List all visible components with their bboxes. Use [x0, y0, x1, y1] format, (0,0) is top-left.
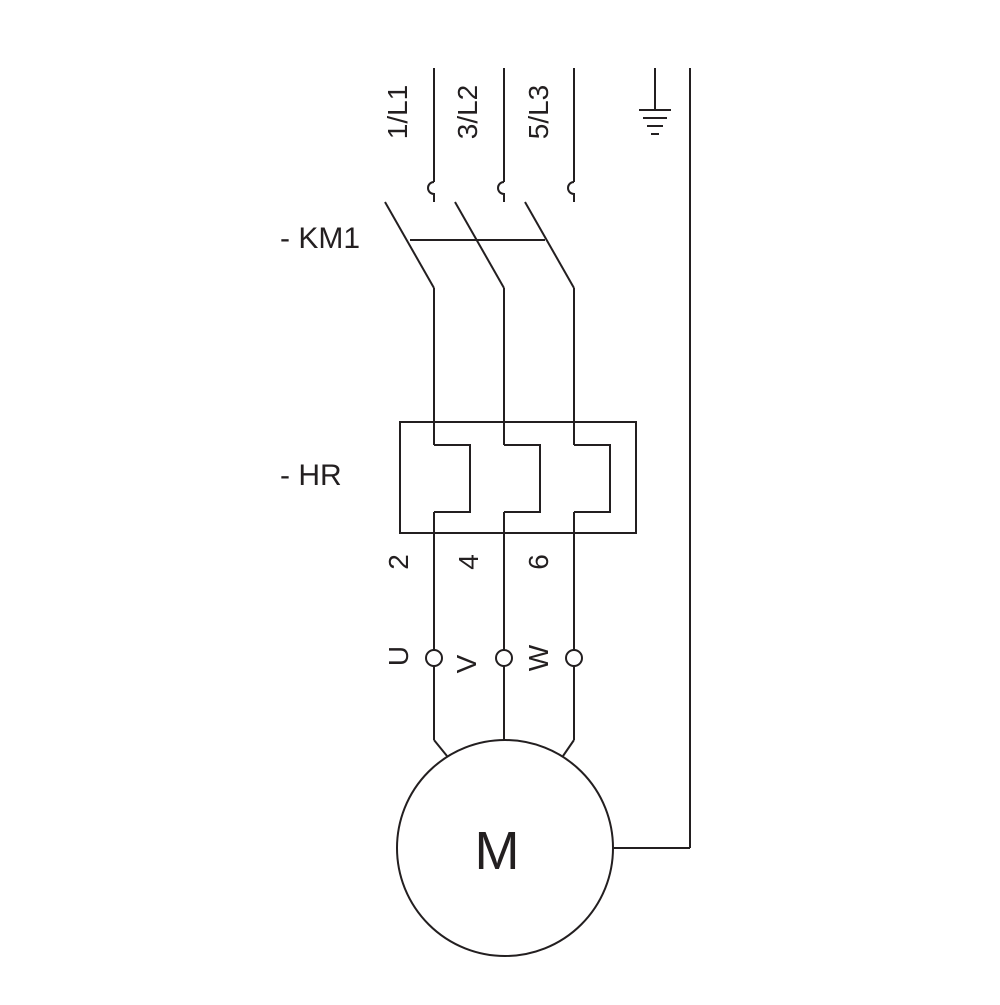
phase-label-l1: 1/L1 — [382, 85, 413, 140]
phase-label-l3: 5/L3 — [523, 85, 554, 140]
phase-label-l2: 3/L2 — [452, 85, 483, 140]
motor-terminal-v: V — [451, 654, 482, 673]
relay-to-motor-wires — [433, 512, 575, 740]
motor-label: M — [475, 821, 520, 881]
relay-output-6: 6 — [523, 554, 554, 570]
motor-icon — [396, 739, 614, 957]
motor-leads — [433, 739, 575, 757]
supply-wire-l3 — [567, 68, 575, 202]
terminal-u-icon — [425, 649, 443, 667]
thermal-elements — [434, 444, 611, 513]
overload-relay-label: - HR — [280, 459, 342, 492]
motor-terminal-u: U — [383, 646, 414, 666]
supply-wire-l2 — [497, 68, 505, 202]
contactor-to-relay-wires — [433, 288, 575, 445]
contactor-contacts — [384, 201, 575, 289]
relay-output-2: 2 — [383, 554, 414, 570]
terminal-v-icon — [495, 649, 513, 667]
relay-output-4: 4 — [453, 554, 484, 570]
terminal-w-icon — [565, 649, 583, 667]
motor-terminal-w: W — [523, 644, 554, 671]
ground-icon — [639, 68, 671, 135]
supply-wire-l1 — [427, 68, 435, 202]
contactor-label: - KM1 — [280, 222, 360, 255]
overload-relay-box — [399, 421, 637, 534]
